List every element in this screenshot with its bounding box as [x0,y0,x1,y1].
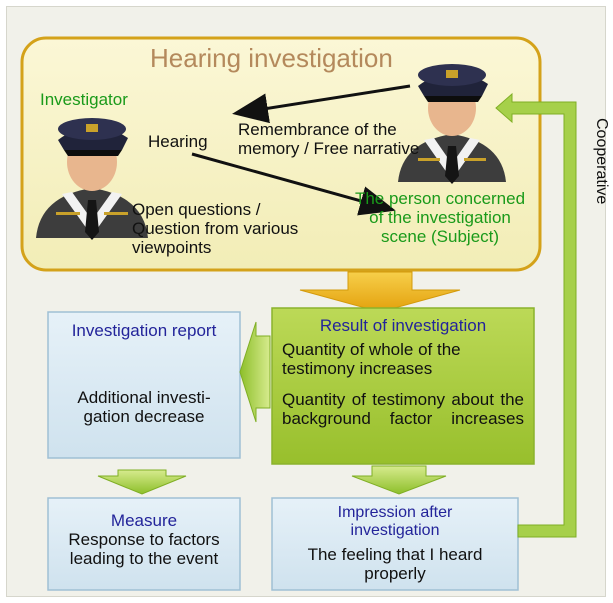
subject-person-icon [398,64,506,184]
arrow-hearing [191,152,396,216]
down-arrow-gold [299,271,461,313]
subject-label: The person concerned of the investigatio… [354,189,526,247]
diagram-title: Hearing investigation [150,43,393,73]
open-questions-text: Open questions / Question from various v… [132,200,299,258]
hearing-panel [20,36,542,272]
cooperative-loop-arrow [495,92,577,538]
impression-title: Impression after investigation [337,504,453,539]
impression-box [271,497,519,591]
result-title: Result of investigation [319,316,487,335]
down-arrow-report [97,469,187,495]
left-arrow-green [239,321,271,423]
report-title: Investigation report [71,321,217,340]
hearing-label: Hearing [148,132,208,151]
arrow-remembrance [232,84,411,124]
result-line-1: Quantity of whole of the testimony incre… [282,340,461,379]
investigator-label: Investigator [40,90,128,109]
measure-title: Measure [110,511,178,530]
result-box [271,307,535,465]
remembrance-text: Remembrance of the memory / Free narrati… [238,120,420,159]
impression-text: The feeling that I heard properly [307,545,483,584]
down-arrow-result [351,465,447,495]
cooperative-label: Cooperative [592,118,610,205]
measure-box [47,497,241,591]
measure-text: Response to factors leading to the event [68,530,220,569]
result-line-2: Quantity of testimony about the backgrou… [282,390,524,429]
report-box [47,311,241,459]
investigator-person-icon [36,118,148,240]
report-text: Additional investi-gation decrease [77,388,211,427]
